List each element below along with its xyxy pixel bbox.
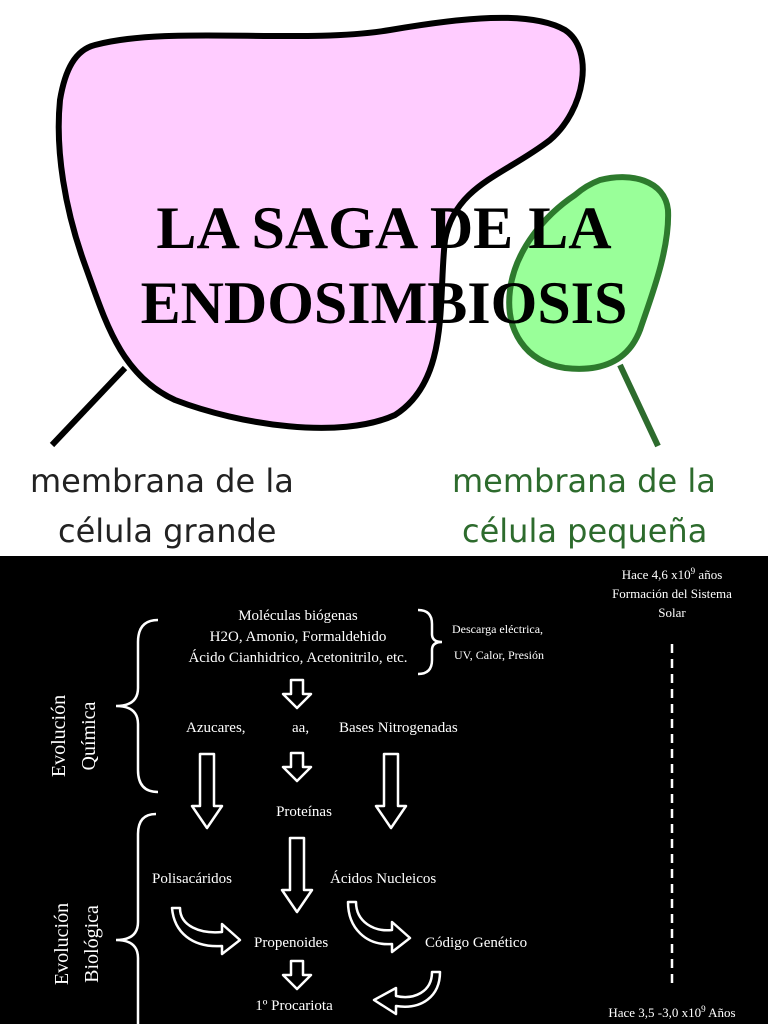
large-membrane-label-1: membrana de la [30,462,294,500]
proteinas-label: Proteínas [276,804,332,820]
arrow-molecules-down [281,678,313,710]
energy-bracket [417,608,443,676]
large-membrane-pointer [49,365,128,448]
arrow-bases-down [374,752,408,830]
cells-drawing: LA SAGA DE LA ENDOSIMBIOSIS membrana de … [30,14,716,550]
procariota-label: 1º Procariota [255,998,333,1014]
polisacaridos-label: Polisacáridos [152,871,232,887]
small-cell [506,174,672,372]
aa-label: aa, [292,720,309,736]
arrow-aa-down [281,751,313,783]
molecules-line-2: H2O, Amonio, Formaldehido [210,629,387,645]
small-membrane-label-2: célula pequeña [462,512,707,550]
arrow-codigo-curve [372,970,442,1016]
energy-line-1: Descarga eléctrica, [452,622,543,636]
bases-label: Bases Nitrogenadas [339,720,458,736]
timeline-top-line-1: Hace 4,6 x109 años [622,566,723,582]
molecules-title: Moléculas biógenas [238,608,358,624]
quimica-bracket [115,618,159,794]
timeline-top-line-3: Solar [658,605,686,620]
molecules-line-3: Ácido Cianhidrico, Acetonitrilo, etc. [188,649,407,666]
acidos-label: Ácidos Nucleicos [330,870,436,887]
small-membrane-pointer [617,363,661,448]
biologica-bracket [115,812,157,1024]
arrow-propenoides-down [281,959,313,991]
large-cell [55,14,586,431]
energy-line-2: UV, Calor, Presión [454,648,544,662]
timeline-bottom-label: Hace 3,5 -3,0 x109 Años [608,1004,735,1020]
arrow-acidos-curve [346,900,412,954]
endosymbiosis-illustration: LA SAGA DE LA ENDOSIMBIOSIS membrana de … [30,14,716,550]
evolution-flow: Hace 4,6 x109 años Formación del Sistema… [48,566,736,1024]
large-membrane-label-2: célula grande [58,512,276,550]
arrow-azucares-down [190,752,224,830]
evolution-diagram: Hace 4,6 x109 años Formación del Sistema… [0,556,768,1024]
azucares-label: Azucares, [186,720,246,736]
small-membrane-label-1: membrana de la [452,462,716,500]
title-line-2: ENDOSIMBIOSIS [141,270,628,336]
arrow-polisacaridos-curve [170,906,242,956]
timeline-top-line-2: Formación del Sistema [612,586,732,601]
propenoides-label: Propenoides [254,935,328,951]
codigo-label: Código Genético [425,935,527,951]
title-line-1: LA SAGA DE LA [156,195,611,261]
arrow-proteinas-down [280,836,314,914]
